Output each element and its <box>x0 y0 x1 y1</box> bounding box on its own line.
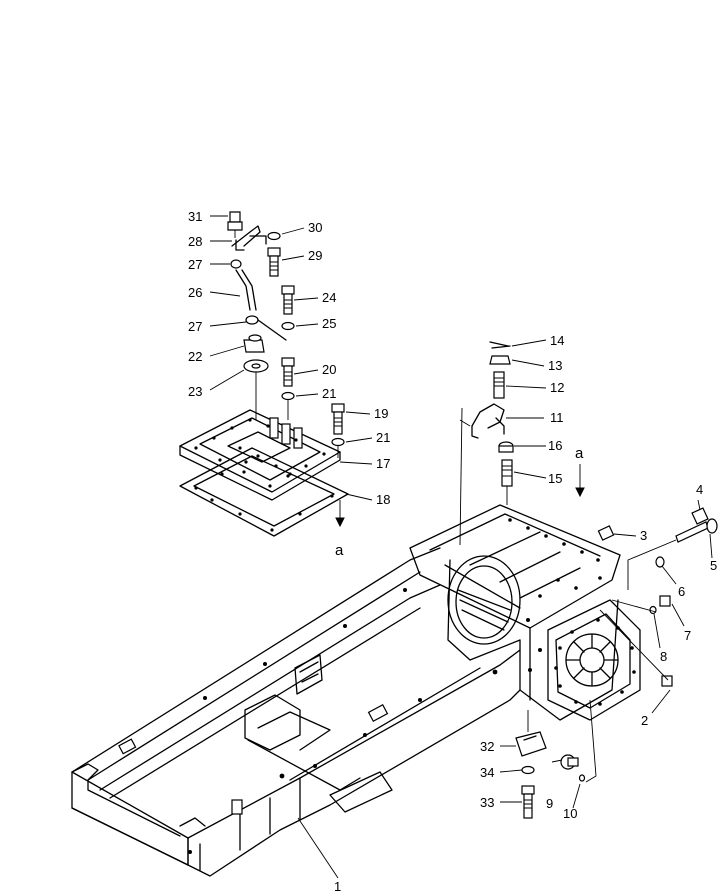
cover-plate-assembly <box>179 409 349 537</box>
callout-2: 2 <box>641 713 648 728</box>
callout-27a: 27 <box>188 257 202 272</box>
main-frame <box>71 547 521 877</box>
callout-23: 23 <box>188 384 202 399</box>
section-mark-a-right: a <box>575 445 584 462</box>
callout-28: 28 <box>188 234 202 249</box>
callout-5: 5 <box>710 558 717 573</box>
callout-11: 11 <box>550 410 564 425</box>
callout-22: 22 <box>188 349 202 364</box>
callout-1: 1 <box>334 879 341 894</box>
callout-leaders <box>209 215 713 879</box>
callout-31: 31 <box>188 209 202 224</box>
callout-25: 25 <box>322 316 336 331</box>
callout-13: 13 <box>548 358 562 373</box>
transmission-case <box>409 504 641 721</box>
callout-30: 30 <box>308 220 322 235</box>
callout-20: 20 <box>322 362 336 377</box>
callout-15: 15 <box>548 471 562 486</box>
callout-3: 3 <box>640 528 647 543</box>
callout-16: 16 <box>548 438 562 453</box>
callout-17: 17 <box>376 456 390 471</box>
breather-assembly <box>227 211 345 458</box>
callout-7: 7 <box>684 628 691 643</box>
callout-8: 8 <box>660 649 667 664</box>
callout-33: 33 <box>480 795 494 810</box>
callout-12: 12 <box>550 380 564 395</box>
callout-10: 10 <box>563 806 577 821</box>
callout-24: 24 <box>322 290 336 305</box>
callout-14: 14 <box>550 333 564 348</box>
callout-32: 32 <box>480 739 494 754</box>
center-hardware <box>459 341 585 546</box>
callout-9: 9 <box>546 796 553 811</box>
callout-labels: 1 2 3 4 5 6 7 8 9 10 11 12 13 14 15 16 1… <box>188 209 717 894</box>
callout-27b: 27 <box>188 319 202 334</box>
callout-26: 26 <box>188 285 202 300</box>
callout-4: 4 <box>696 482 703 497</box>
callout-6: 6 <box>678 584 685 599</box>
callout-21b: 21 <box>376 430 390 445</box>
callout-21a: 21 <box>322 386 336 401</box>
callout-34: 34 <box>480 765 494 780</box>
section-mark-a-left: a <box>335 542 344 559</box>
rear-hardware <box>515 507 718 819</box>
callout-29: 29 <box>308 248 322 263</box>
callout-18: 18 <box>376 492 390 507</box>
callout-19: 19 <box>374 406 388 421</box>
